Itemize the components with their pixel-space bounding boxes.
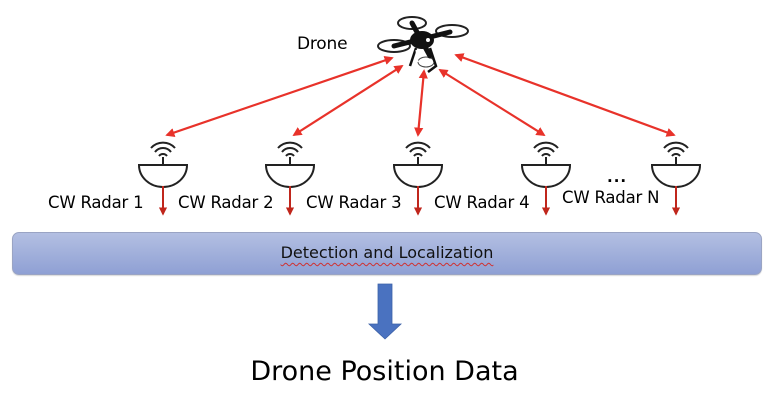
radar-antenna-icon	[392, 141, 444, 188]
drone-radar-link-4	[438, 69, 546, 136]
detection-localization-label: Detection and Localization	[280, 243, 494, 262]
radar-array	[137, 141, 702, 216]
drone-label: Drone	[297, 34, 348, 54]
radar-antenna-icon	[650, 141, 702, 188]
radar-label: CW Radar 1	[48, 193, 144, 212]
radar-antenna-icon	[137, 141, 189, 188]
more-radars-ellipsis: ...	[607, 168, 628, 186]
radar-label: CW Radar 2	[178, 193, 274, 212]
detection-localization-block: Detection and Localization	[12, 232, 762, 275]
drone-radar-link-3	[414, 69, 428, 137]
drone-radar-link-5	[454, 53, 676, 137]
output-arrow	[367, 283, 403, 340]
radar-label: CW Radar 3	[306, 193, 402, 212]
radar-label: CW Radar 4	[434, 193, 530, 212]
drone-radar-link-1	[165, 56, 394, 137]
radar-label: CW Radar N	[562, 188, 660, 207]
output-label: Drone Position Data	[250, 356, 519, 387]
radar-antenna-icon	[264, 141, 316, 188]
drone-radar-link-2	[292, 65, 404, 136]
radar-links	[165, 53, 676, 137]
radar-antenna-icon	[520, 141, 572, 188]
drone-icon	[377, 16, 469, 73]
